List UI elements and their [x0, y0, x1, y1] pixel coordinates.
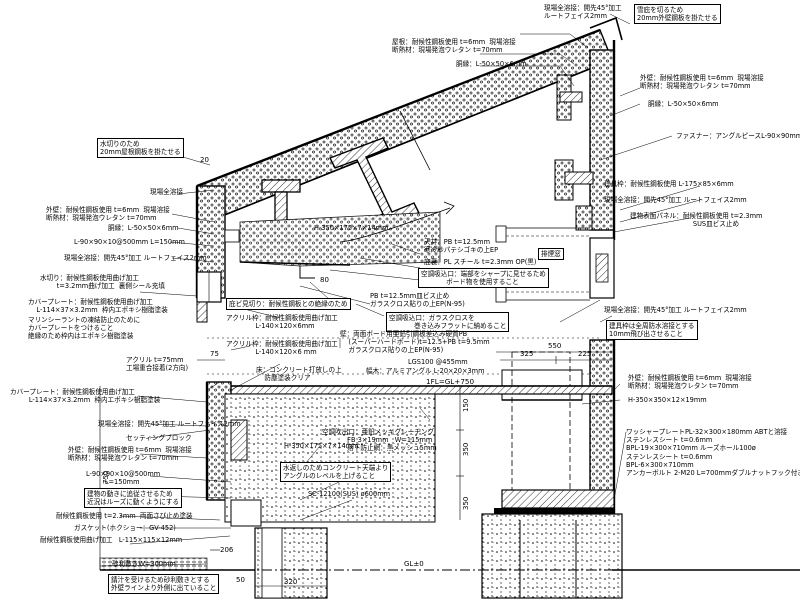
eave-ceiling	[239, 211, 441, 279]
eave-frame-label: 庇ビ見切り：耐候性鋼板との絶縁のため	[226, 298, 351, 311]
angle-90-label: L-90×90×10@500mm L=150mm	[74, 238, 185, 246]
fl-level-label: 1FL=GL+750	[426, 377, 475, 386]
eave-label: 庇裏：PL スチール t=2.3mm OP(黒)	[424, 258, 537, 266]
window-frame-label: 建具枠：耐候性鋼板使用 L-175×85×6mm	[604, 180, 734, 188]
dim-350a: 350	[462, 442, 470, 456]
ground-line	[99, 557, 800, 571]
dim-750: 750	[102, 470, 110, 484]
fastener-label: ファスナー：アングルピースL-90×90mm	[676, 132, 800, 140]
site-weld-label: 現場全溶接	[150, 188, 183, 196]
window-note-label: 建具枠は全周防水溶接とする 10mm飛び出させること	[606, 320, 698, 341]
water-stop-label: 水返しのためコンクリート天端より アングルのレベルを上げること	[280, 462, 392, 483]
right-upper-wall	[554, 40, 616, 240]
lgs-label: LGS100 @455mm	[408, 358, 468, 366]
sealant-label: マリンシーラントの凍結防止のために カバープレートをつけること 絶縁のため枠内は…	[28, 316, 141, 341]
window-weld-label: 現場全溶接：開先45°加工 ルートフェイス2mm	[604, 306, 747, 314]
top-weld-label: 現場全溶接：開先45°加工 ルートフェイス2mm	[544, 4, 622, 21]
wall-angle-label: 胴縁：L-50×50×6mm	[648, 100, 719, 108]
dim-550: 550	[548, 342, 562, 350]
exhaust-label: 排煙窓	[538, 248, 564, 261]
dim-80: 80	[320, 276, 329, 284]
gravel-label: 砂利敷きW=300mm	[112, 560, 176, 568]
angle-left-label: 胴縁：L-50×50×6mm	[108, 224, 179, 232]
concrete-label: 床：コンクリート打放しの上 防塵塗装クリア	[256, 366, 342, 383]
pb-glass-label: PB t=12.5mm皿ビス止め ガラスクロス貼りの上EP(N-95)	[370, 292, 465, 309]
dim-225: 225	[578, 350, 592, 358]
dim-325: 325	[520, 350, 534, 358]
baseboard-label: 幅木：アルミアングル L-20×20×3mm	[366, 367, 485, 375]
cover-plate-label: カバープレート：耐候性鋼板使用曲げ加工 L-114×37×3.2mm 枠内エポキ…	[28, 298, 168, 315]
dim-20: 20	[200, 156, 209, 164]
sc-pipe-label: SC-12100(SUS) ø600mm	[308, 490, 391, 498]
outer-wall-left-label: 外壁：耐候性鋼板使用 t=6mm 現場溶接 断熱材：現場発泡ウレタン t=70m…	[46, 206, 170, 223]
h-beam-1-label: H-350×175×7×14mm	[314, 224, 389, 232]
dim-350b: 350	[462, 496, 470, 510]
ac-outlet-label: 空調吹出口：亜鉛メッキグレーチング FB 3×19mm W=115mm 落下防止…	[322, 428, 437, 453]
dim-206: 206	[220, 546, 234, 554]
outer-wall-label: 外壁：耐候性鋼板使用 t=6mm 現場溶接 断熱材：現場発泡ウレタン t=70m…	[640, 74, 764, 91]
acryl-75-label: アクリル t=75mm 工場重合接着(2方向)	[126, 356, 189, 373]
steel-bend-label: 耐候性鋼板使用曲げ加工 L-115×115×12mm	[40, 536, 183, 544]
exhaust-window	[495, 225, 615, 303]
h-beam-3-label: H-350×350×12×19mm	[628, 396, 707, 404]
leader-lines	[99, 13, 701, 567]
dimension-lines	[99, 351, 612, 587]
weld-45-label: 現場全溶接：開先45°加工 ルートフェイス2mm	[64, 254, 207, 262]
air-intake-label: 空調吸込口：端部をシャープに見せるため ボード物を使用すること	[418, 268, 549, 289]
acryl-2-label: アクリル枠：耐候性鋼板使用曲げ加工 L-140×120×6 mm	[226, 340, 338, 357]
right-lower-wall	[481, 339, 623, 599]
angle-500-label: L-90×90×10@500mm L=150mm	[86, 470, 161, 487]
outer-wall-4-label: 外壁：耐候性鋼板使用 t=6mm 現場溶接 断熱材：現場発泡ウレタン t=70m…	[628, 374, 752, 391]
acrylic-window-left	[196, 271, 222, 323]
panel-label: 建物表面パネル：耐候性鋼板使用 t=2.3mm SUS皿ビス止め	[630, 212, 763, 229]
dim-75: 75	[210, 350, 219, 358]
glass-cloth-label: 空調吸込口：ガラスクロスを 巻き込みフラットに納めること	[386, 312, 510, 333]
dim-50: 50	[236, 576, 245, 584]
water-cut-2-label: 水切り：耐候性鋼板使用曲げ加工 t=3.2mm曲げ加工 裏側シール充填	[40, 274, 165, 291]
wall-board-label: 壁：両面ボード用亜鉛引鋼板差込み硬質PB (スーパーハードボード)t=12.5+…	[340, 330, 490, 355]
acrylic-glass	[207, 337, 600, 375]
outer-wall-3-label: 外壁：耐候性鋼板使用 t=6mm 現場溶接 断熱材：現場発泡ウレタン t=70m…	[68, 446, 192, 463]
setting-block-label: セッティングブロック	[126, 434, 192, 442]
dim-320: 320	[284, 578, 298, 586]
weld-45-right-label: 現場全溶接：開先45°加工 ルートフェイス2mm	[604, 196, 747, 204]
dim-150: 150	[462, 398, 470, 412]
roof-plate-label: 屋根：耐候性鋼板使用 t=6mm 現場溶接 断熱材：現場発泡ウレタン t=70m…	[392, 38, 516, 55]
earthquake-label: 建物の動きに追従させるため 近況はルーズに動くようにする	[84, 488, 183, 509]
ceiling-label: 天井：PB t=12.5mm 寒冷紗パテシゴキの上EP	[424, 238, 499, 255]
steel-plate-label: 耐候性鋼板使用 t=2.3mm 両面さび止め塗装	[56, 512, 193, 520]
weld-2-label: 現場全溶接：開先45°加工 ルートフェイス2mm	[98, 420, 241, 428]
gasket-label: ガスケット(ホクショー：GV-452)	[74, 524, 176, 532]
snow-plate-label: 雪庇を切るため 20mm外壁鋼板を掛たせる	[634, 4, 721, 25]
water-cut-label: 水切りのため 20mm屋根鋼板を掛たせる	[97, 138, 184, 159]
rust-note-label: 錆汁を受けるため砂利敷きとする 外壁ラインより外側に出ていること	[108, 574, 220, 595]
acryl-1-label: アクリル枠：耐候性鋼板使用曲げ加工 L-140×120×6mm	[226, 314, 338, 331]
cover-plate-2-label: カバープレート：耐候性鋼板使用曲げ加工 L-114×37×3.2mm 枠内エポキ…	[10, 388, 161, 405]
h-beam-2-label: H-350×175×7×14mm	[284, 442, 359, 450]
roof-angle-label: 胴縁：L-50×50×6mm	[456, 60, 527, 68]
washer-label: ワッシャープレートPL-32×300×180mm ABTと溶接 ステンレスシート…	[626, 428, 800, 478]
airflow-arrow	[339, 201, 455, 243]
gl-zero-label: GL±0	[404, 560, 424, 568]
